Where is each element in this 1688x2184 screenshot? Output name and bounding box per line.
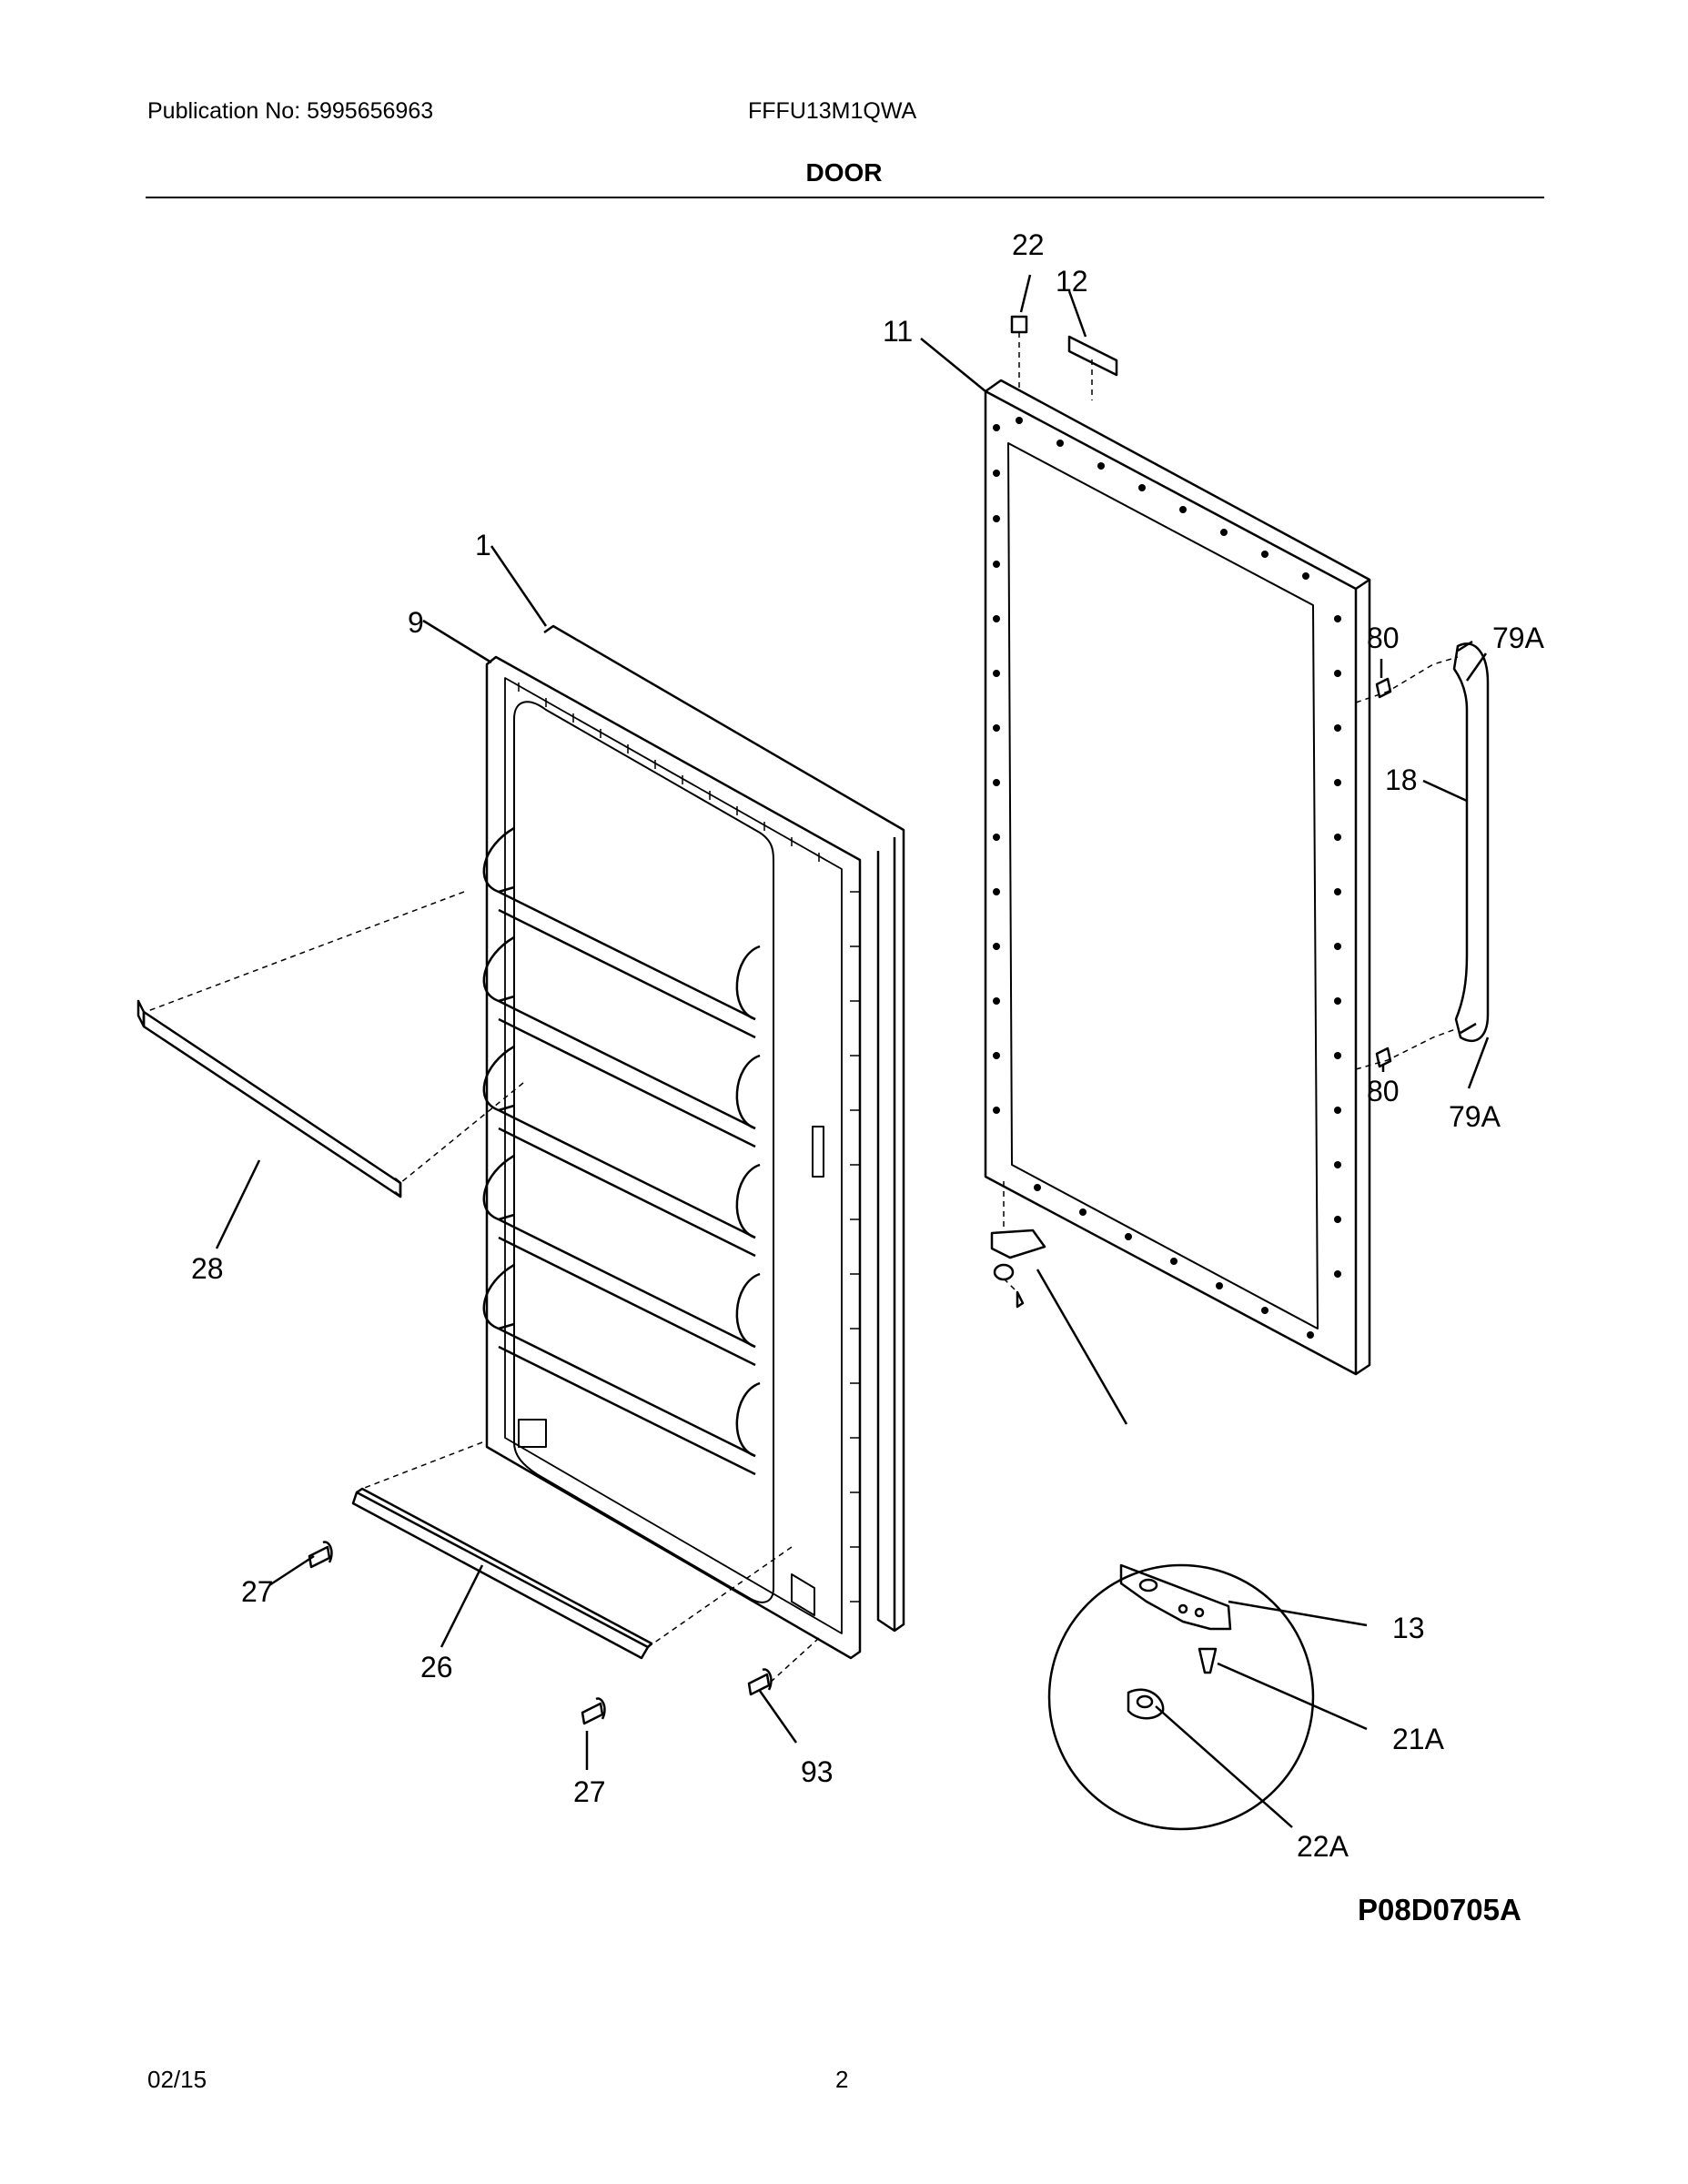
callout-13: 13 [1392, 1612, 1425, 1644]
callout-28: 28 [191, 1252, 224, 1285]
callout-12: 12 [1056, 265, 1088, 298]
callout-80-lower: 80 [1367, 1075, 1400, 1107]
small-parts [990, 315, 1392, 1309]
shelf-rail [136, 999, 402, 1198]
footer-date: 02/15 [147, 2066, 207, 2093]
callout-21a: 21A [1392, 1723, 1445, 1755]
outer-door-panel [984, 379, 1371, 1376]
callout-22a: 22A [1297, 1830, 1349, 1863]
callout-18: 18 [1385, 763, 1418, 796]
page-number: 2 [835, 2066, 849, 2093]
callout-27-left: 27 [241, 1575, 274, 1608]
callout-79a-lower: 79A [1449, 1100, 1501, 1133]
publication-number: Publication No: 5995656963 [147, 98, 434, 124]
callout-27-bottom: 27 [573, 1775, 606, 1808]
leader-lines [215, 274, 1490, 1828]
callout-26: 26 [420, 1651, 453, 1684]
callout-93: 93 [801, 1755, 834, 1788]
callout-80-upper: 80 [1367, 622, 1400, 654]
door-handle [1452, 640, 1490, 1043]
screws [308, 1541, 773, 1725]
section-title: DOOR [805, 158, 883, 187]
callout-1: 1 [475, 529, 491, 561]
model-number: FFFU13M1QWA [748, 98, 917, 124]
callout-79a-upper: 79A [1492, 622, 1545, 654]
callout-11: 11 [883, 315, 913, 348]
door-liner-assembly [482, 624, 905, 1660]
diagram-code: P08D0705A [1358, 1893, 1521, 1926]
callout-9: 9 [408, 606, 424, 639]
hinge-detail-circle [1047, 1563, 1315, 1831]
callout-22: 22 [1012, 228, 1045, 261]
header-rule [146, 197, 1544, 198]
